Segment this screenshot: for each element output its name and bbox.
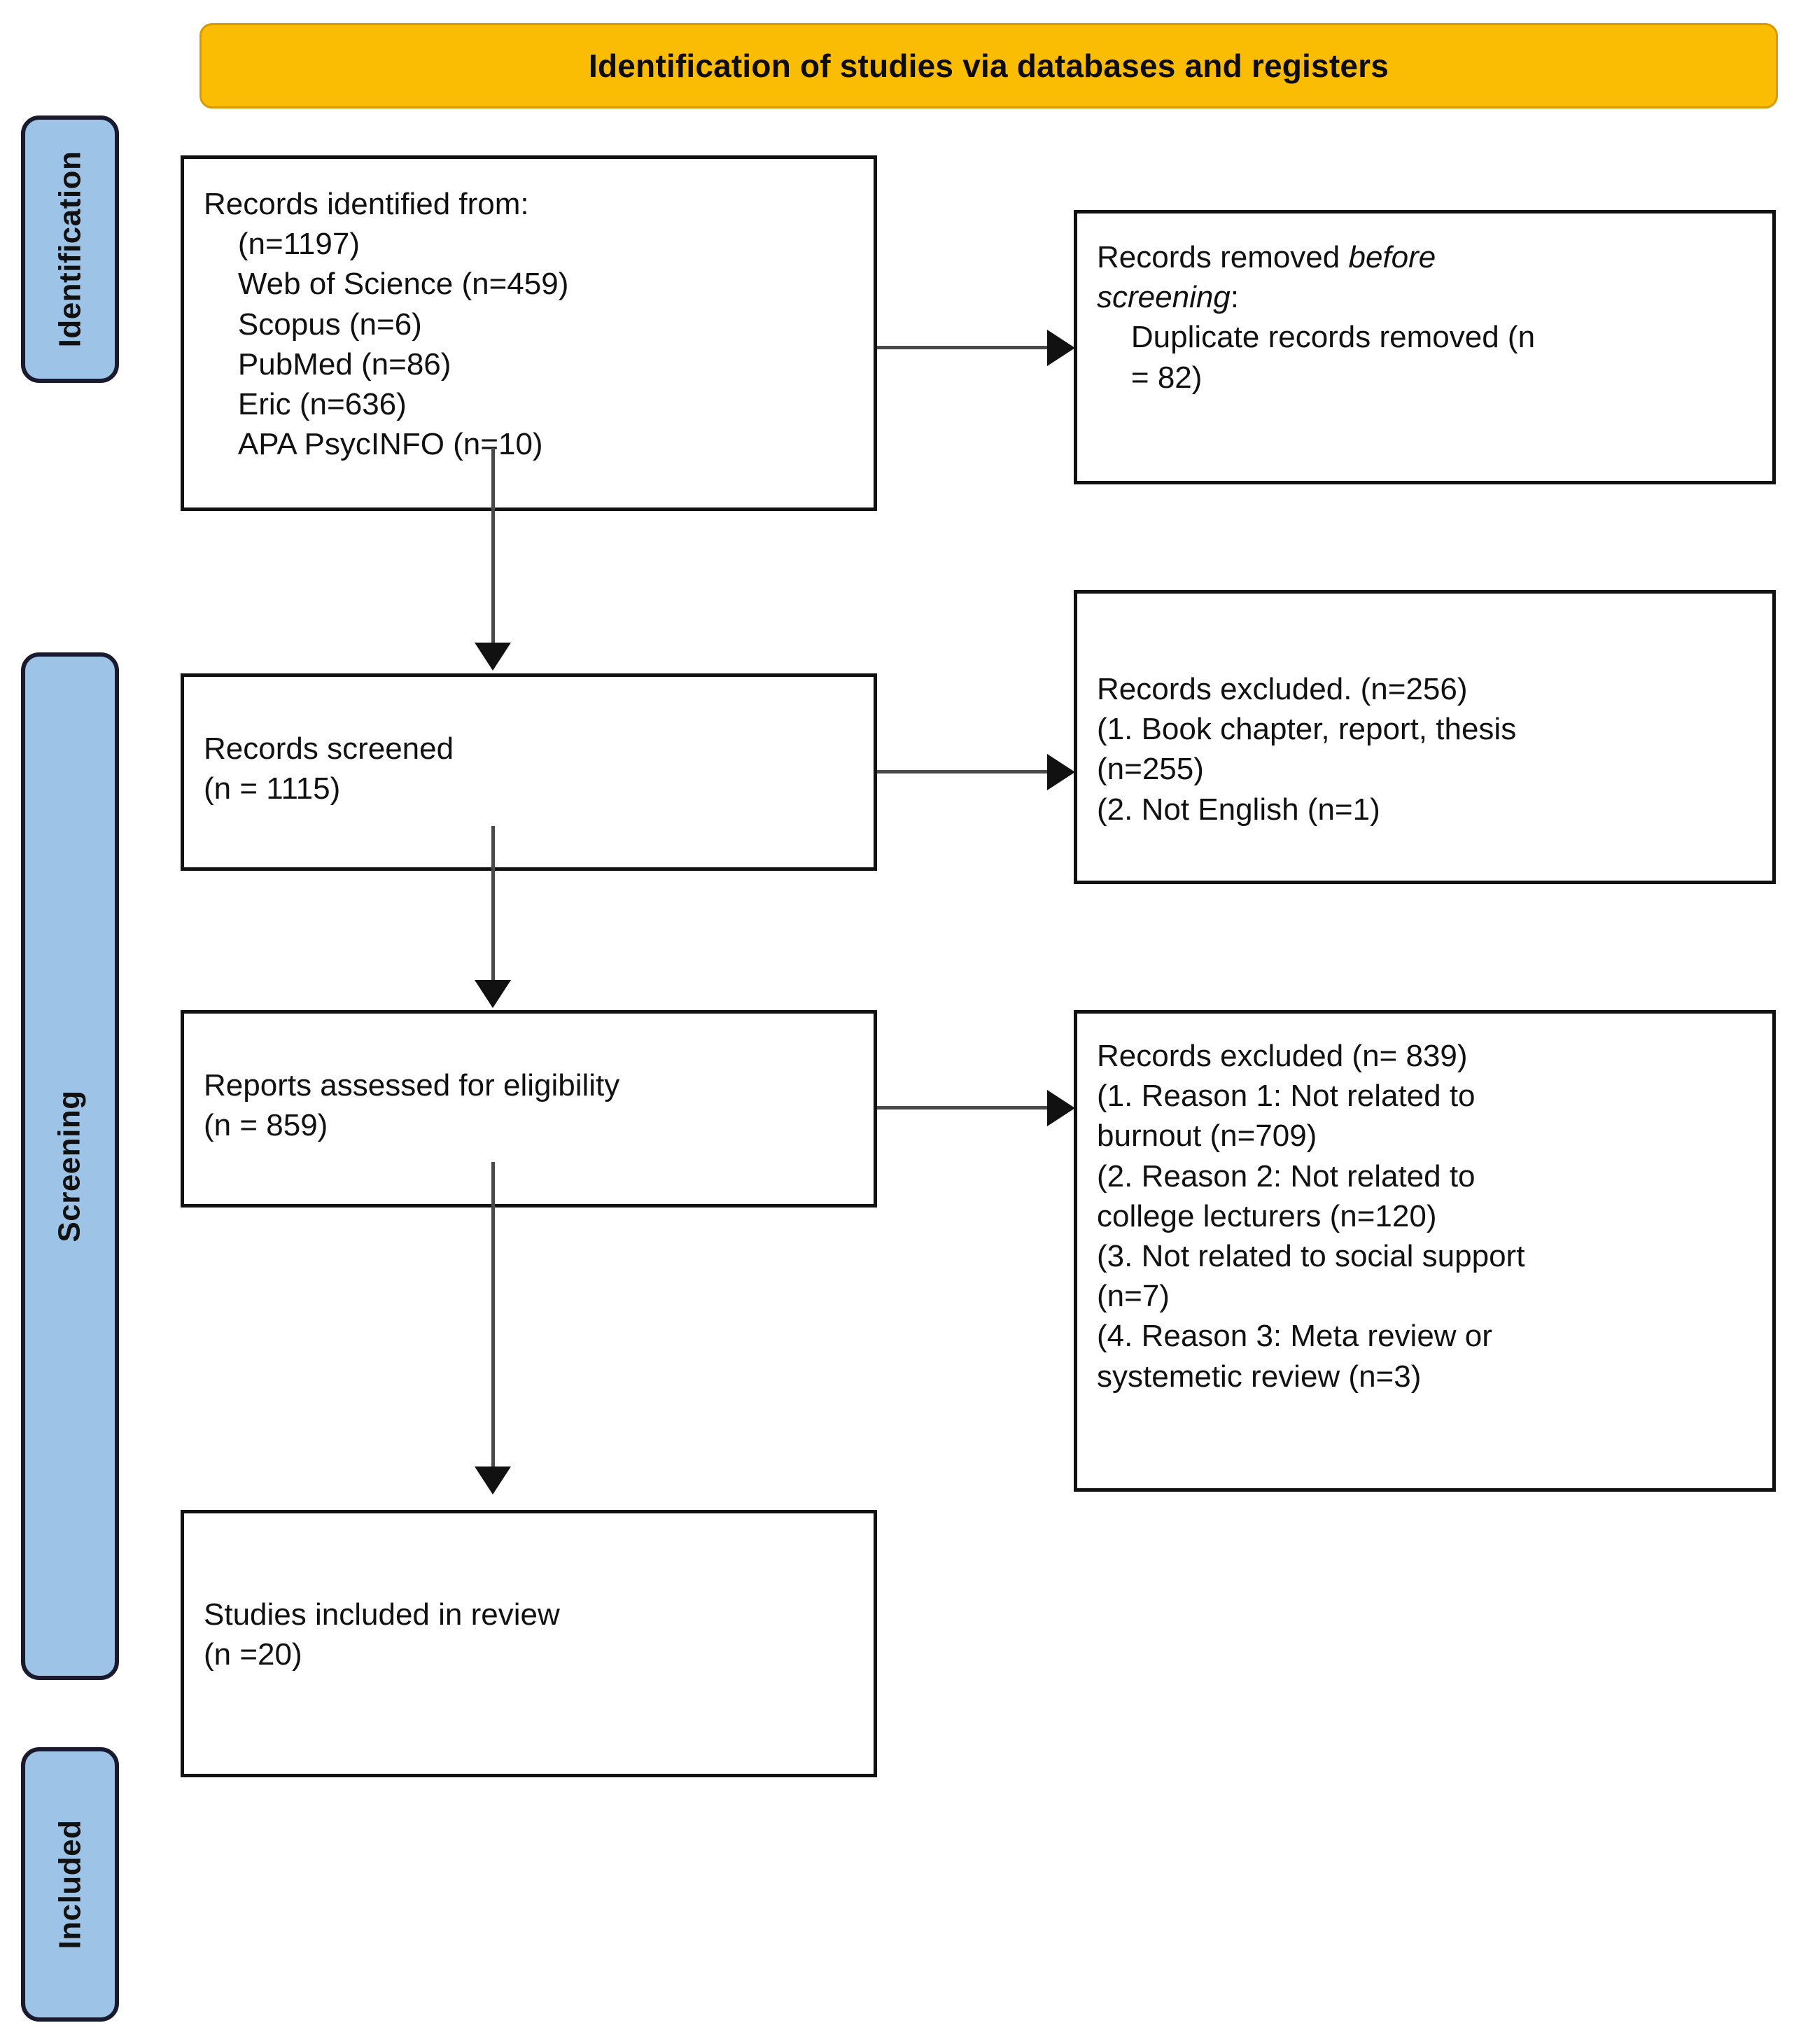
diagram-header-banner: Identification of studies via databases …	[199, 23, 1778, 108]
box-records-identified-text: Records identified from: (n=1197) Web of…	[204, 187, 569, 462]
records-removed-line3: Duplicate records removed (n = 82)	[1130, 320, 1536, 395]
stage-label-identification-text: Identification	[52, 150, 87, 348]
box-studies-included-in-review: Studies included in review (n =20)	[181, 1510, 877, 1777]
arrowhead-right-icon	[1047, 330, 1075, 366]
records-removed-line2-italic: screening	[1097, 280, 1231, 315]
box-records-excluded-eligibility: Records excluded (n= 839) (1. Reason 1: …	[1074, 1010, 1776, 1492]
arrowhead-right-icon	[1047, 1090, 1075, 1126]
box-records-excluded-screening: Records excluded. (n=256) (1. Book chapt…	[1074, 590, 1776, 884]
box-records-excluded-screening-text: Records excluded. (n=256) (1. Book chapt…	[1097, 672, 1517, 827]
connector-line-horizontal	[877, 1106, 1049, 1110]
stage-label-identification: Identification	[21, 115, 119, 383]
box-records-removed-text: Records removed before screening: Duplic…	[1097, 232, 1753, 398]
stage-label-included-text: Included	[52, 1819, 87, 1949]
stage-label-screening-text: Screening	[52, 1090, 87, 1242]
records-removed-line1-italic: before	[1348, 240, 1436, 274]
arrowhead-down-icon	[475, 980, 511, 1008]
box-reports-assessed-eligibility-text: Reports assessed for eligibility (n = 85…	[204, 1068, 620, 1143]
stage-label-screening: Screening	[21, 652, 119, 1680]
connector-line-horizontal	[877, 346, 1049, 349]
box-studies-included-in-review-text: Studies included in review (n =20)	[204, 1597, 560, 1672]
box-reports-assessed-eligibility: Reports assessed for eligibility (n = 85…	[181, 1010, 877, 1208]
box-records-screened-text: Records screened (n = 1115)	[204, 732, 454, 806]
connector-line-vertical	[491, 826, 495, 983]
box-records-excluded-eligibility-text: Records excluded (n= 839) (1. Reason 1: …	[1097, 1039, 1525, 1394]
records-removed-line1-plain: Records removed	[1097, 240, 1349, 274]
box-records-identified: Records identified from: (n=1197) Web of…	[181, 155, 877, 511]
connector-line-vertical	[491, 1162, 495, 1470]
box-records-removed-before-screening: Records removed before screening: Duplic…	[1074, 210, 1776, 484]
arrowhead-right-icon	[1047, 754, 1075, 790]
records-removed-line2-plain: :	[1230, 280, 1240, 315]
arrowhead-down-icon	[475, 1466, 511, 1494]
diagram-title: Identification of studies via databases …	[588, 47, 1389, 84]
box-records-screened: Records screened (n = 1115)	[181, 673, 877, 871]
arrowhead-down-icon	[475, 643, 511, 671]
connector-line-horizontal	[877, 770, 1049, 774]
stage-label-included: Included	[21, 1747, 119, 2022]
connector-line-vertical	[491, 448, 495, 645]
